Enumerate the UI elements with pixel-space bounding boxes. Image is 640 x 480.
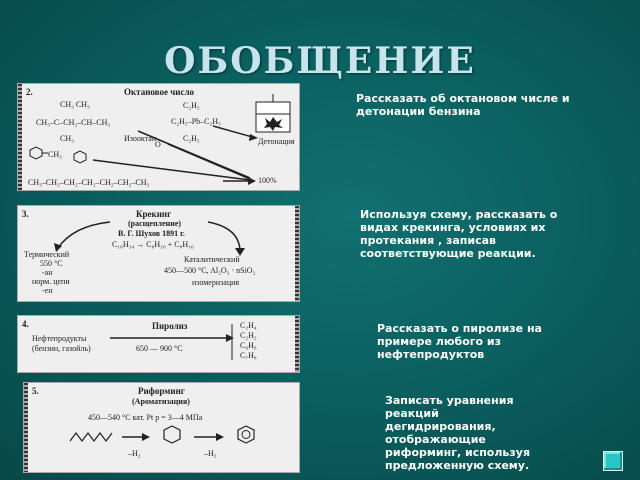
panel-heading: Риформинг bbox=[138, 386, 185, 396]
benzene-ring-icon bbox=[237, 425, 255, 444]
isooctane-bottom: CH₃ bbox=[60, 134, 74, 143]
pyrolysis-task-note: Рассказать о пиролизе на примере любого … bbox=[377, 322, 542, 361]
thermal-en: -ен bbox=[42, 286, 53, 295]
tel-formula: C₂H₅–Pb–C₂H₅ bbox=[171, 117, 221, 126]
o-label: O bbox=[155, 140, 161, 149]
octane-number-panel: 2. Октановое число CH₃ CH₃ CH₃–C–CH₂–CH–… bbox=[17, 83, 300, 191]
cracking-author: В. Г. Шухов 1891 г. bbox=[118, 229, 185, 238]
panel-number: 2. bbox=[26, 87, 33, 97]
catalytic-label: Каталитический bbox=[184, 255, 240, 264]
octane-task-note: Рассказать об октановом числе и детонаци… bbox=[356, 92, 570, 118]
explosion-icon bbox=[264, 117, 283, 131]
pyrolysis-panel: 4. Нефтепродукты (бензин, газойль) Пирол… bbox=[17, 315, 300, 373]
percent-label: 100% bbox=[258, 176, 277, 185]
isooctane-top: CH₃ CH₃ bbox=[60, 100, 90, 109]
cracking-arrows bbox=[54, 221, 245, 256]
cracking-task-note: Используя схему, рассказать о видах крек… bbox=[360, 208, 558, 260]
petroleum-products: Нефтепродукты bbox=[32, 334, 87, 343]
toluene-methyl: CH₃ bbox=[48, 150, 62, 159]
heptane-zigzag-icon bbox=[69, 432, 113, 442]
cracking-panel: 3. Крекинг (расщепление) В. Г. Шухов 189… bbox=[17, 205, 300, 302]
next-slide-button[interactable] bbox=[603, 451, 623, 471]
benzene-ring-icon bbox=[29, 146, 43, 160]
panel-number: 5. bbox=[32, 386, 39, 396]
tel-bottom: C₂H₅ bbox=[183, 134, 200, 143]
panel-heading: Октановое число bbox=[124, 87, 195, 97]
panel-subheading: (расщепление) bbox=[128, 219, 182, 228]
reforming-scheme bbox=[69, 425, 255, 444]
tel-top: C₂H₅ bbox=[183, 101, 200, 110]
detonation-label: Детонация bbox=[258, 137, 295, 146]
benzene-ring-icon-2 bbox=[73, 150, 87, 164]
product-2: C₂H₂ bbox=[240, 331, 257, 340]
heptane-formula: CH₃–CH₂–CH₂–CH₂–CH₂–CH₂–CH₃ bbox=[28, 178, 150, 187]
reforming-conditions: 450—540 °C кат. Pt p = 3—4 МПа bbox=[88, 413, 203, 422]
product-3: C₆H₆ bbox=[240, 341, 257, 350]
product-4: C₇H₈ bbox=[240, 351, 257, 360]
thermal-an: -ан bbox=[42, 268, 53, 277]
panel-number: 3. bbox=[22, 209, 29, 219]
isooctane-label: Изооктан bbox=[124, 134, 157, 143]
slide-title: ОБОБЩЕНИЕ bbox=[164, 40, 476, 82]
petroleum-products-detail: (бензин, газойль) bbox=[32, 344, 91, 353]
reforming-task-note: Записать уравнения реакций дегидрировани… bbox=[385, 394, 531, 472]
reforming-panel: 5. Риформинг (Ароматизация) 450—540 °C к… bbox=[23, 382, 300, 473]
cyclohexane-ring-icon bbox=[163, 425, 181, 444]
panel-number: 4. bbox=[22, 319, 29, 329]
thermal-label: Термический bbox=[24, 250, 70, 259]
panel-heading: Крекинг bbox=[136, 209, 172, 219]
product-1: C₂H₄ bbox=[240, 321, 257, 330]
panel-subheading: (Ароматизация) bbox=[132, 397, 190, 406]
h2-label-second: –H₂ bbox=[204, 449, 217, 458]
octane-diagram-graphics bbox=[29, 94, 291, 185]
panel-heading: Пиролиз bbox=[152, 321, 188, 331]
cracking-equation: C₁₆H₃₄ → C₈H₁₈ + C₈H₁₆ bbox=[112, 240, 194, 249]
pyrolysis-temp: 650 — 900 °C bbox=[136, 344, 183, 353]
catalytic-conditions: 450—500 °C, Al₂O₃ · nSiO₂ bbox=[164, 266, 256, 275]
pyrolysis-arrow bbox=[110, 324, 234, 360]
isomerization-label: изомеризация bbox=[192, 278, 240, 287]
h2-label-first: –H₂ bbox=[128, 449, 141, 458]
isooctane-formula: CH₃–C–CH₂–CH–CH₃ bbox=[36, 118, 111, 127]
thermal-norm: норм. цепи bbox=[32, 277, 70, 286]
thermal-temp: 550 °C bbox=[40, 259, 63, 268]
